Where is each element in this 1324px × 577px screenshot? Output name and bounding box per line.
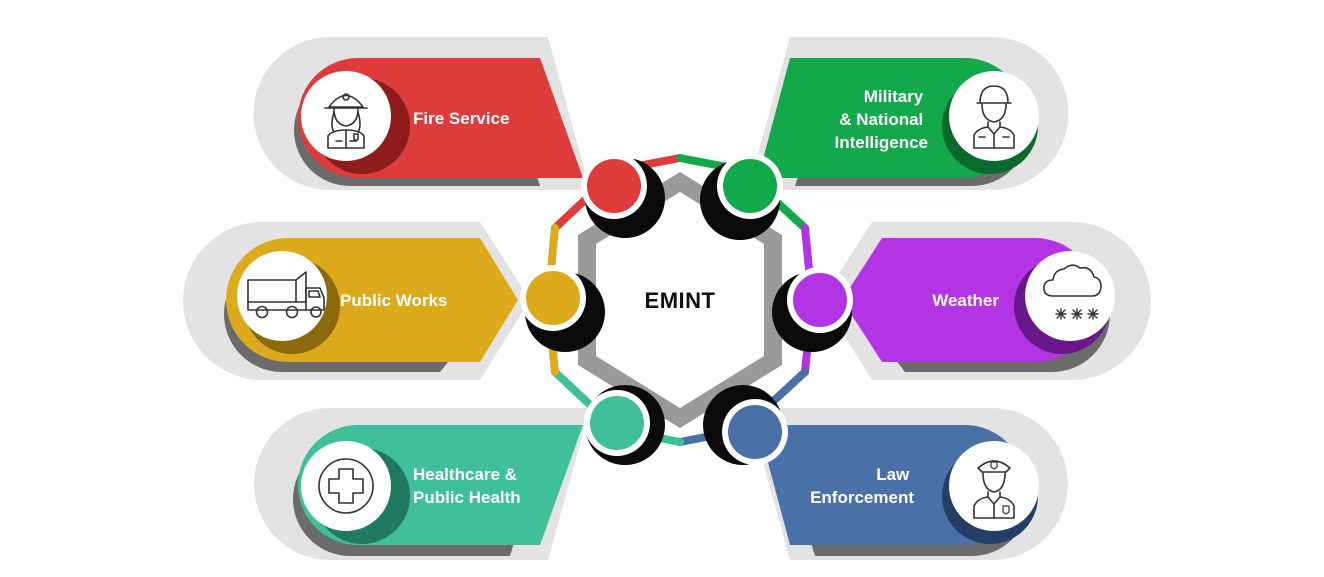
military-label: Military & National Intelligence bbox=[834, 87, 928, 152]
law-disc bbox=[949, 441, 1039, 531]
node-fire bbox=[587, 159, 641, 213]
fire-service-label: Fire Service bbox=[413, 109, 509, 128]
snow-cloud-icon bbox=[1043, 264, 1102, 320]
healthcare-disc bbox=[301, 441, 391, 531]
node-weather bbox=[793, 273, 847, 327]
node-healthcare bbox=[590, 396, 644, 450]
medical-cross-icon bbox=[318, 458, 374, 514]
weather-label: Weather bbox=[932, 291, 999, 310]
firefighter-icon bbox=[324, 93, 368, 149]
publicworks-disc bbox=[237, 251, 327, 341]
military-disc bbox=[949, 71, 1039, 161]
center-label: EMINT bbox=[645, 288, 716, 313]
law-enforcement-label: Law Enforcement bbox=[810, 465, 914, 507]
node-law bbox=[728, 405, 782, 459]
dump-truck-icon bbox=[247, 271, 325, 319]
fire-disc bbox=[301, 71, 391, 161]
node-publicworks bbox=[526, 271, 580, 325]
ring-nodes bbox=[520, 153, 853, 465]
soldier-icon bbox=[973, 85, 1015, 149]
public-works-label: Public Works bbox=[340, 291, 447, 310]
healthcare-label: Healthcare & Public Health bbox=[413, 465, 522, 507]
police-officer-icon bbox=[973, 460, 1015, 519]
node-military bbox=[723, 159, 777, 213]
center-hexagon bbox=[596, 192, 764, 408]
